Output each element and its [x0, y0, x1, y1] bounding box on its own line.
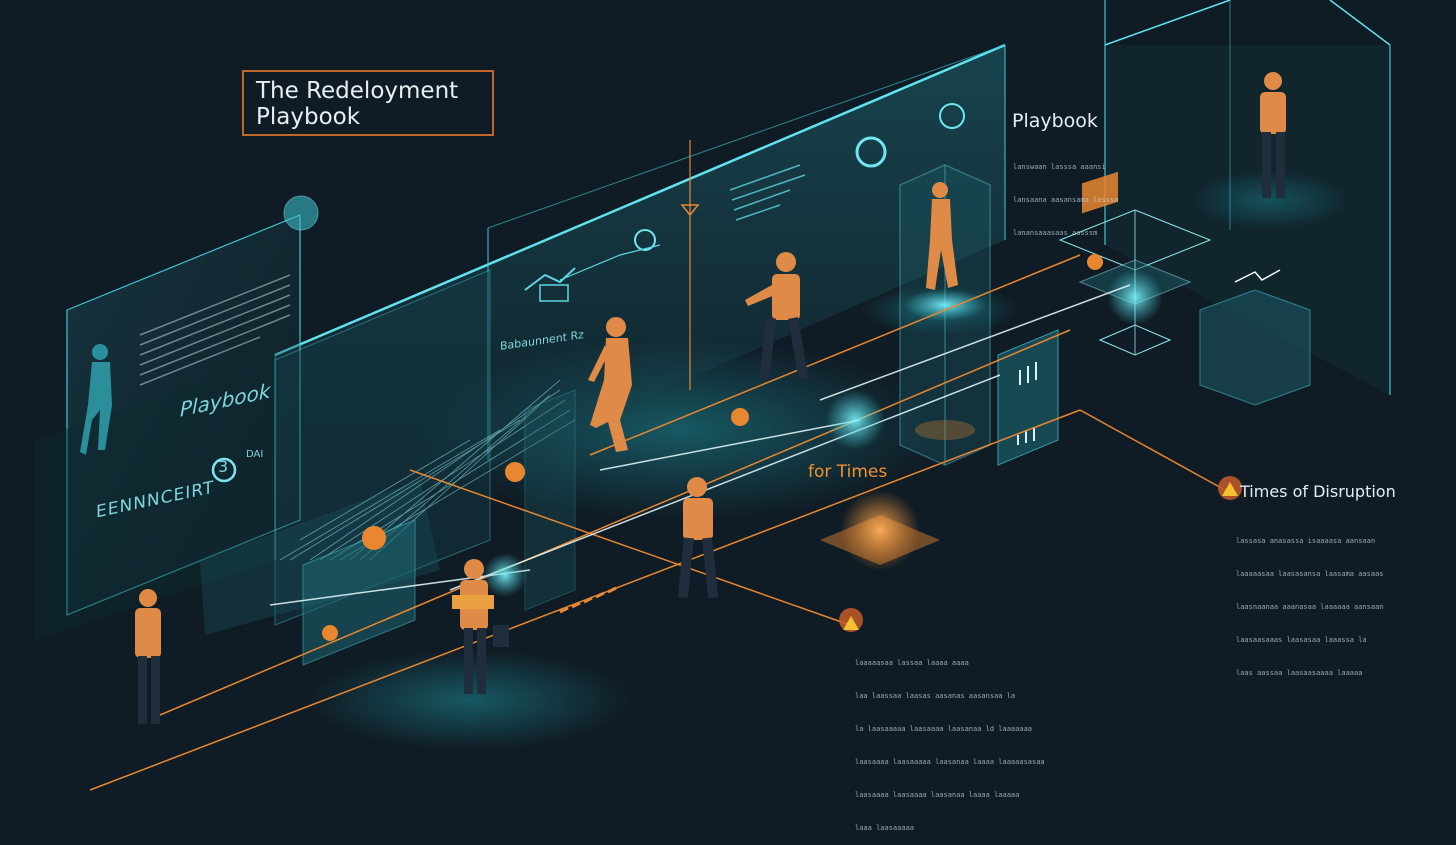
fine-text-line: laaaaasaa laasasansa laasama aasaas	[1236, 570, 1384, 578]
fine-text-right-block: lassasa anasassa isaaaasa aansaan laaaaa…	[1236, 514, 1384, 690]
figure-person	[135, 589, 161, 724]
fine-text-line: laasaaaa laasaaaa laasanaa laaaa laaaaa	[855, 791, 1020, 799]
circle-marker	[283, 195, 319, 231]
title-box: The Redeloyment Playbook	[242, 70, 494, 136]
figure-person	[926, 182, 958, 290]
label-top-right: Playbook	[1012, 110, 1098, 132]
fine-text-top-right: lanswaan lasssa aaansi lansaana aasansam…	[1013, 140, 1118, 250]
server-rack	[997, 329, 1059, 466]
label-times-of-disruption: Times of Disruption	[1240, 482, 1396, 501]
center-mesh-panel	[200, 269, 576, 666]
label-counter: 3	[218, 457, 229, 476]
fine-text-line: lansaana aasansama lasssa	[1013, 196, 1119, 204]
figure-person	[677, 477, 719, 599]
right-glass-room	[1058, 0, 1391, 406]
left-glass-panel	[35, 214, 301, 640]
label-counter-tag: DAI	[246, 449, 264, 460]
fine-text-line: laasaasaaas laasasaa laaassa la	[1236, 636, 1367, 644]
back-wall	[274, 43, 1006, 560]
label-for-times: for Times	[808, 462, 888, 482]
figure-person	[745, 252, 809, 381]
fine-text-line: lassasa anasassa isaaaasa aansaan	[1236, 537, 1376, 545]
glass-pillar	[899, 164, 991, 466]
isometric-scene	[35, 0, 1391, 791]
beam-flare	[825, 390, 885, 450]
title-line-2: Playbook	[256, 104, 361, 130]
fine-text-line: laasaaaa laasaaaaa laasanaa laaaa laaaaa…	[855, 758, 1045, 766]
title-line-1: The Redeloyment	[256, 78, 459, 104]
figure-person	[588, 317, 632, 452]
fine-text-line: laas aassaa laasaasaaaa laaaaa	[1236, 669, 1363, 677]
beam-flare	[483, 553, 527, 597]
fine-text-line: laaaaasaa lassaa laaaa aaaa	[855, 659, 969, 667]
fine-text-bottom-block: laaaaasaa lassaa laaaa aaaa laa laassaa …	[855, 636, 1045, 845]
figures	[80, 72, 1286, 724]
fine-text-line: la laasaaaaa laasaaaa laasanaa ld laaaaa…	[855, 725, 1033, 733]
figure-person	[452, 559, 509, 694]
fine-text-line: laasnaanaa aaanasaa laaaaaa aansaan	[1236, 603, 1384, 611]
fine-text-line: lanswaan lasssa aaansi	[1013, 163, 1106, 171]
fine-text-line: lanansaaasaas aasssm	[1013, 229, 1098, 237]
orange-highlights	[322, 254, 1242, 641]
fine-text-line: laaa laasaaaaa	[855, 824, 915, 832]
fine-text-line: laa laassaa laasas aasanas aasansaa la	[855, 692, 1016, 700]
figure-person	[1260, 72, 1286, 198]
orange-guide-lines	[89, 254, 1226, 791]
